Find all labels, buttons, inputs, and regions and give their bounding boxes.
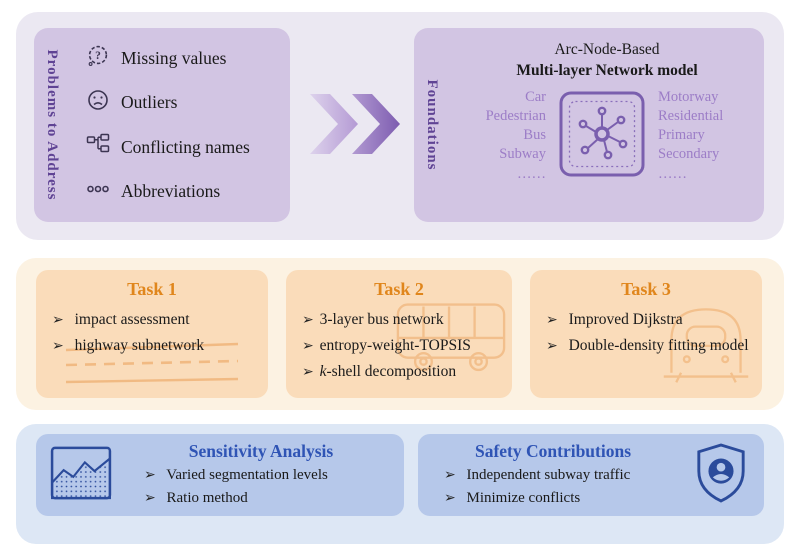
tasks-band: Task 1 ➢ impact assessment ➢ highway sub… (16, 258, 784, 410)
task-item: ➢ entropy-weight-TOPSIS (302, 337, 471, 354)
svg-text:?: ? (95, 50, 101, 62)
task2-title: Task 2 (374, 279, 424, 299)
list-item: Residential (658, 108, 724, 124)
network-graph-icon (558, 90, 646, 183)
safety-box: Safety Contributions ➢ Independent subwa… (418, 434, 764, 516)
road-class-list: Motorway Residential Primary Secondary …… (658, 88, 746, 184)
problem-item-label: Conflicting names (121, 136, 250, 157)
shield-user-icon (694, 442, 748, 509)
list-item: ➢ Independent subway traffic (444, 466, 631, 483)
bullet-icon: ➢ (546, 339, 558, 354)
task-item: ➢ impact assessment (52, 311, 190, 328)
problem-item-abbreviations: Abbreviations (86, 177, 284, 206)
list-item: Car (525, 89, 546, 105)
foundations-title-line2: Multi-layer Network model (516, 62, 698, 79)
foundations-box: Foundations Arc-Node-Based Multi-layer N… (414, 28, 764, 222)
bullet-icon: ➢ (302, 365, 314, 380)
task2-list: ➢ 3-layer bus network ➢ entropy-weight-T… (286, 307, 512, 385)
foundations-content-row: Car Pedestrian Bus Subway …… (450, 88, 764, 184)
safety-list: ➢ Independent subway traffic ➢ Minimize … (418, 464, 688, 510)
bottom-band: Sensitivity Analysis ➢ Varied segmentati… (16, 424, 784, 544)
problem-item-outliers: Outliers (86, 88, 284, 117)
sad-face-icon (86, 88, 110, 117)
line-chart-icon (50, 446, 112, 505)
foundations-title: Arc-Node-Based Multi-layer Network model (450, 28, 764, 81)
list-item: Bus (523, 127, 546, 143)
list-item: ➢ Minimize conflicts (444, 489, 581, 506)
list-item: ➢ Varied segmentation levels (144, 466, 328, 483)
problem-item-label: Outliers (121, 92, 178, 113)
sensitivity-content: Sensitivity Analysis ➢ Varied segmentati… (118, 441, 404, 510)
bullet-icon: ➢ (52, 339, 64, 354)
dots-icon (86, 177, 110, 206)
sensitivity-list: ➢ Varied segmentation levels ➢ Ratio met… (118, 464, 404, 510)
task3-box: Task 3 ➢ Improved Dijkstra ➢ Double-dens… (530, 270, 762, 398)
ellipsis-label: …… (517, 166, 546, 182)
double-chevron-right-icon (308, 92, 404, 156)
sensitivity-box: Sensitivity Analysis ➢ Varied segmentati… (36, 434, 404, 516)
list-item: Motorway (658, 89, 719, 105)
sensitivity-title: Sensitivity Analysis (188, 440, 334, 461)
safety-title: Safety Contributions (474, 440, 632, 461)
task-item: ➢ Improved Dijkstra (546, 311, 683, 328)
safety-content: Safety Contributions ➢ Independent subwa… (418, 441, 688, 510)
task2-box: Task 2 ➢ 3-layer bus network ➢ entropy-w… (286, 270, 512, 398)
problem-item-label: Abbreviations (121, 181, 221, 202)
task-item: ➢ k-shell decomposition (302, 363, 457, 380)
list-item: ➢ Ratio method (144, 489, 248, 506)
hierarchy-icon (86, 133, 110, 162)
top-band: Problems to Address ? Missing values (16, 12, 784, 240)
list-item: Subway (499, 146, 546, 162)
foundations-title-line1: Arc-Node-Based (554, 41, 660, 58)
task3-list: ➢ Improved Dijkstra ➢ Double-density fit… (530, 307, 762, 359)
list-item: Primary (658, 127, 705, 143)
problem-item-label: Missing values (121, 47, 227, 68)
transport-mode-list: Car Pedestrian Bus Subway …… (468, 88, 546, 184)
task1-list: ➢ impact assessment ➢ highway subnetwork (36, 307, 268, 359)
thought-cloud-question-icon: ? (86, 44, 110, 73)
problem-item-missing-values: ? Missing values (86, 44, 284, 73)
foundations-side-label: Foundations (424, 79, 440, 171)
task-item: ➢ 3-layer bus network (302, 311, 444, 328)
bullet-icon: ➢ (302, 339, 314, 354)
problems-box: Problems to Address ? Missing values (34, 28, 290, 222)
bullet-icon: ➢ (444, 467, 456, 483)
bullet-icon: ➢ (144, 467, 156, 483)
list-item: Secondary (658, 146, 720, 162)
task3-title: Task 3 (621, 279, 671, 299)
task1-box: Task 1 ➢ impact assessment ➢ highway sub… (36, 270, 268, 398)
task1-title: Task 1 (127, 279, 177, 299)
problem-item-conflicting-names: Conflicting names (86, 133, 284, 162)
bullet-icon: ➢ (546, 313, 558, 328)
task-item: ➢ highway subnetwork (52, 337, 205, 354)
problems-side-label: Problems to Address (44, 49, 60, 201)
ellipsis-label: …… (658, 166, 687, 182)
bullet-icon: ➢ (444, 490, 456, 506)
problems-list: ? Missing values Outliers (86, 36, 284, 214)
list-item: Pedestrian (485, 108, 546, 124)
bullet-icon: ➢ (52, 313, 64, 328)
task-item: ➢ Double-density fitting model (546, 337, 749, 354)
bullet-icon: ➢ (144, 490, 156, 506)
bullet-icon: ➢ (302, 313, 314, 328)
